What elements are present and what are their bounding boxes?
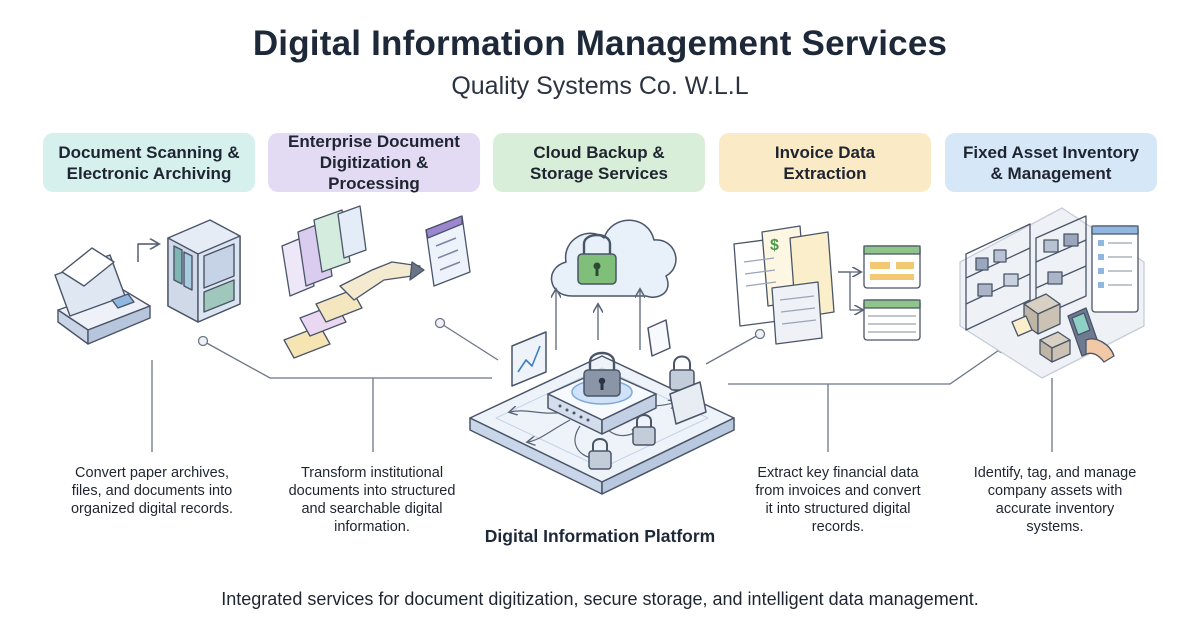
description-line: files, and documents into xyxy=(71,483,233,499)
service-label-line: & Management xyxy=(990,163,1112,183)
warehouse-scanner-icon xyxy=(959,207,1145,379)
invoice-extraction-icon: $ xyxy=(733,225,921,345)
scanner-and-file-cabinet-icon xyxy=(54,219,241,345)
description-line: from invoices and convert xyxy=(755,483,921,499)
service-cloud-backup: Cloud Backup &Storage Services xyxy=(493,133,705,192)
service-document-scanning: Document Scanning &Electronic Archiving xyxy=(43,133,255,192)
connector-dot xyxy=(754,328,766,340)
service-description-digitization: Transform institutional documents into s… xyxy=(272,464,472,536)
document-digitization-icon xyxy=(281,205,471,359)
page-title: Digital Information Management Services xyxy=(252,24,948,63)
description-line: Extract key financial data xyxy=(757,465,919,481)
description-line: it into structured digital xyxy=(765,501,911,517)
connector-dot xyxy=(197,335,209,347)
footer-tagline: Integrated services for document digitiz… xyxy=(221,589,979,609)
service-label-line: Extraction xyxy=(783,163,867,183)
service-label-line: Enterprise Document xyxy=(288,132,460,151)
description-line: and searchable digital xyxy=(301,501,443,517)
description-line: organized digital records. xyxy=(70,501,233,517)
secure-platform-icon xyxy=(469,319,735,495)
cloud-lock-icon xyxy=(550,219,677,298)
connector-lines xyxy=(151,322,1053,452)
svg-text:$: $ xyxy=(770,237,779,254)
service-label-line: Digitization & Processing xyxy=(319,153,429,193)
service-label-line: Invoice Data xyxy=(774,142,876,162)
description-line: systems. xyxy=(1026,519,1084,535)
connector-dot xyxy=(434,317,446,329)
platform-label: Digital Information Platform xyxy=(484,526,716,546)
description-line: Transform institutional xyxy=(300,465,444,481)
description-line: records. xyxy=(811,519,865,535)
description-line: company assets with xyxy=(987,483,1123,499)
description-line: accurate inventory xyxy=(995,501,1115,517)
description-line: Convert paper archives, xyxy=(75,465,229,481)
description-line: information. xyxy=(334,519,410,535)
service-label-line: Electronic Archiving xyxy=(66,163,232,183)
company-name: Quality Systems Co. W.L.L xyxy=(451,72,749,100)
service-label-line: Storage Services xyxy=(530,163,668,183)
description-line: documents into structured xyxy=(288,483,456,499)
upload-arrows xyxy=(556,290,640,350)
service-label-line: Cloud Backup & xyxy=(533,142,665,162)
service-label-line: Fixed Asset Inventory xyxy=(962,142,1140,162)
service-description-invoice: Extract key financial data from invoices… xyxy=(738,464,938,536)
service-fixed-asset-inventory: Fixed Asset Inventory& Management xyxy=(945,133,1157,192)
description-line: Identify, tag, and manage xyxy=(973,465,1137,481)
service-description-assets: Identify, tag, and manage company assets… xyxy=(955,464,1155,536)
service-label-line: Document Scanning & xyxy=(58,142,240,162)
service-description-scanning: Convert paper archives, files, and docum… xyxy=(52,464,252,518)
